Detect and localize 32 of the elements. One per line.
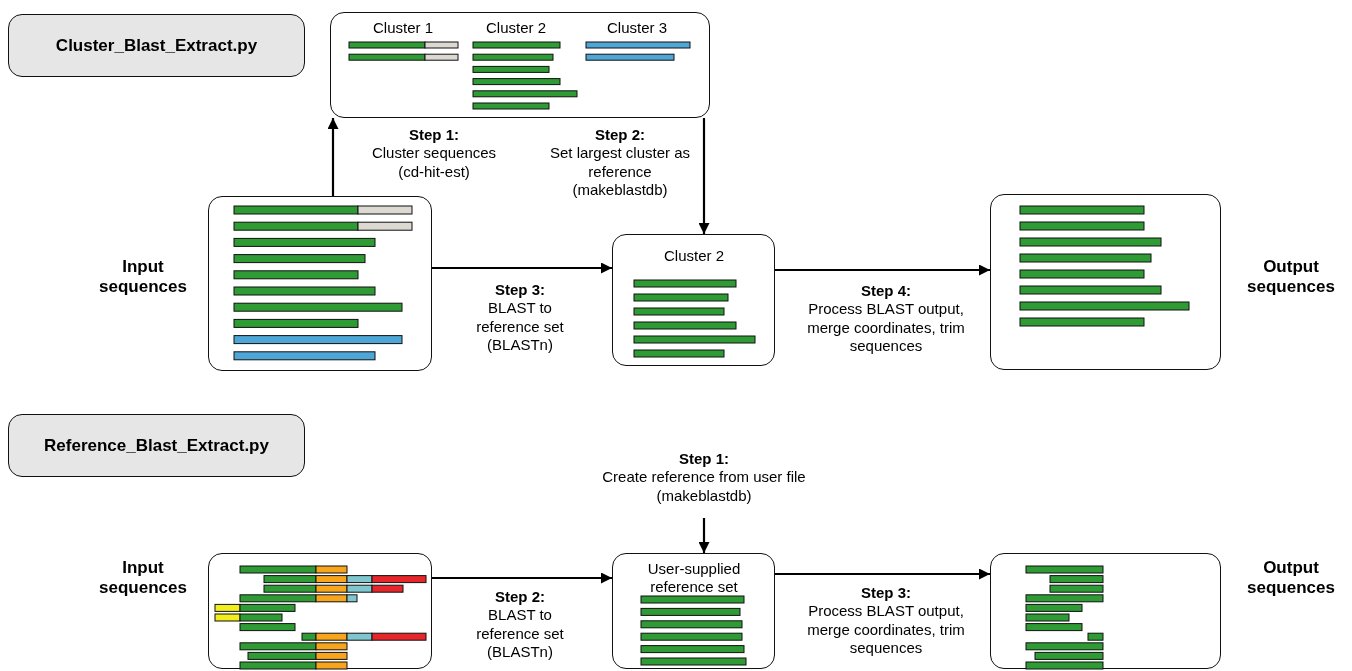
edge-label: Step 2: Set largest cluster as reference (makeblastdb) bbox=[548, 126, 692, 200]
edge-label: Step 4: Process BLAST output, merge coordinates, trim sequences bbox=[806, 282, 966, 356]
reference-panel bbox=[612, 553, 775, 669]
arrow bbox=[698, 518, 710, 553]
arrow bbox=[432, 572, 612, 584]
arrow bbox=[775, 568, 990, 580]
arrow bbox=[775, 264, 990, 276]
edge-label: Step 2: BLAST to reference set (BLASTn) bbox=[475, 588, 565, 662]
arrow bbox=[432, 262, 612, 274]
sequence-panel bbox=[208, 553, 432, 669]
script-name-box: Cluster_Blast_Extract.py bbox=[8, 14, 305, 77]
cluster-panel bbox=[330, 12, 710, 118]
side-label: Input sequences bbox=[98, 256, 188, 298]
side-label: Output sequences bbox=[1246, 557, 1336, 599]
panel-heading: Cluster 2 bbox=[664, 247, 724, 264]
edge-label: Step 1: Cluster sequences (cd-hit-est) bbox=[370, 126, 498, 181]
sequence-panel bbox=[990, 194, 1221, 370]
side-label: Input sequences bbox=[98, 557, 188, 599]
panel-heading: User-supplied reference set bbox=[646, 560, 742, 596]
script-name-box: Reference_Blast_Extract.py bbox=[8, 414, 305, 477]
edge-label: Step 1: Create reference from user file (makeblastdb) bbox=[601, 450, 807, 505]
edge-label: Step 3: BLAST to reference set (BLASTn) bbox=[475, 281, 565, 355]
arrow bbox=[698, 118, 710, 234]
edge-label: Step 3: Process BLAST output, merge coordinates, trim sequences bbox=[806, 584, 966, 658]
panel-heading: Cluster 3 bbox=[607, 19, 667, 36]
side-label: Output sequences bbox=[1246, 256, 1336, 298]
sequence-panel bbox=[990, 553, 1221, 669]
arrow bbox=[327, 118, 339, 196]
panel-heading: Cluster 2 bbox=[486, 19, 546, 36]
panel-heading: Cluster 1 bbox=[373, 19, 433, 36]
cluster-panel bbox=[612, 234, 775, 366]
sequence-panel bbox=[208, 196, 432, 371]
